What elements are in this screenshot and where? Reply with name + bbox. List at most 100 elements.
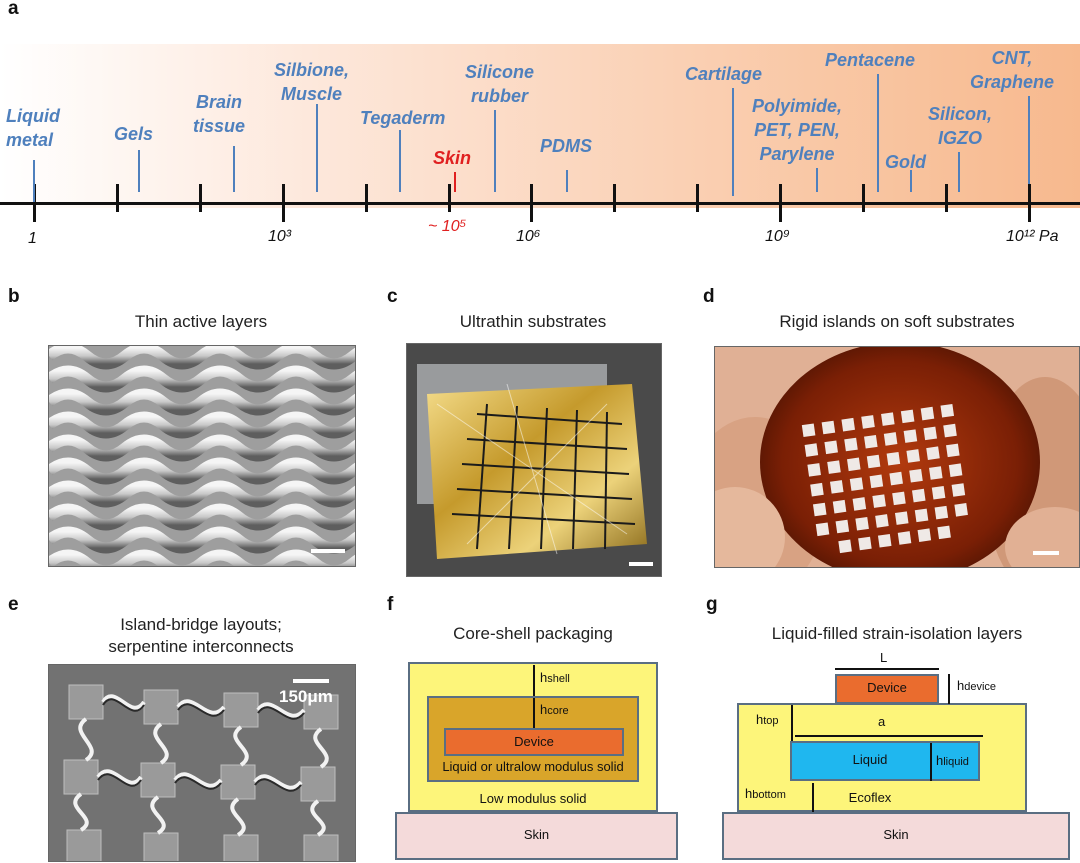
device-label-f: Device — [514, 734, 554, 749]
panel-label-d: d — [703, 286, 715, 307]
material-gels: Gels — [114, 124, 154, 144]
h-device-dimension-arrow — [948, 674, 950, 704]
axis-tick — [613, 184, 616, 212]
axis-tick — [696, 184, 699, 212]
h-core-label: hcore — [540, 702, 569, 717]
material-tick-polyimide — [816, 168, 818, 192]
scale-bar — [293, 679, 329, 683]
axis-tick-major — [530, 184, 533, 222]
a-dimension-arrow — [795, 735, 983, 737]
device-layer-g — [835, 674, 939, 704]
material-tick-silbione-muscle — [316, 104, 318, 192]
axis-tick — [199, 184, 202, 212]
material-tick-pdms — [566, 170, 568, 192]
h-liquid-dimension-arrow — [930, 743, 932, 781]
axis-tick — [448, 184, 451, 212]
panel-label-g: g — [706, 594, 718, 615]
skin-layer — [395, 812, 678, 860]
ultrathin-substrates-image — [406, 343, 662, 577]
material-pentacene: Pentacene — [825, 50, 916, 70]
a-label: a — [878, 714, 886, 729]
material-liquid-metal: Liquid metal — [6, 106, 60, 150]
material-pdms: PDMS — [540, 136, 593, 156]
island-bridge-image: 150μm — [48, 664, 356, 862]
scale-label-1: 1 — [28, 230, 37, 247]
material-polyimide-pet-pen-parylene: Polyimide, PET, PEN, Parylene — [752, 96, 843, 164]
material-cnt-graphene: CNT, Graphene — [970, 48, 1055, 92]
device-label-g: Device — [867, 680, 907, 695]
material-tick-cartilage — [732, 88, 734, 196]
material-tick-pentacene — [877, 74, 879, 192]
material-tick-cnt-graphene — [1028, 96, 1030, 184]
scale-label-1e3: 10³ — [268, 228, 292, 245]
material-skin: Skin — [433, 148, 472, 168]
h-shell-dimension-arrow — [533, 665, 535, 696]
skin-layer-g — [722, 812, 1070, 860]
liquid-label: Liquid — [852, 752, 888, 767]
rigid-islands-image — [714, 346, 1080, 568]
axis-tick — [365, 184, 368, 212]
material-brain-tissue: Brain tissue — [193, 92, 246, 136]
axis-tick — [862, 184, 865, 212]
scale-bar-label: 150μm — [279, 687, 333, 706]
panel-title-d: Rigid islands on soft substrates — [779, 312, 1015, 331]
material-tick-gold — [910, 170, 912, 192]
axis-tick-major — [779, 184, 782, 222]
material-silbione-muscle: Silbione, Muscle — [274, 60, 350, 104]
axis-tick — [116, 184, 119, 212]
h-bottom-dimension-arrow — [812, 783, 814, 812]
h-top-label: htop — [756, 712, 779, 727]
material-silicone-rubber: Silicone rubber — [465, 62, 535, 106]
scale-label-1e9: 10⁹ — [765, 228, 790, 245]
modulus-axis-line — [0, 202, 1080, 205]
material-tick-skin — [454, 172, 456, 192]
scale-label-skin-1e5: ~ 10⁵ — [428, 218, 467, 235]
skin-label-g: Skin — [883, 827, 909, 842]
material-tick-silicone-rubber — [494, 110, 496, 192]
l-dimension-arrow — [835, 668, 939, 670]
material-tick-brain-tissue — [233, 146, 235, 192]
panel-label-f: f — [387, 594, 394, 615]
scale-label-1e6: 10⁶ — [516, 228, 541, 245]
material-silicon-igzo: Silicon, IGZO — [928, 104, 993, 148]
h-device-label: hdevice — [957, 678, 997, 693]
panel-title-c: Ultrathin substrates — [459, 312, 607, 331]
modulus-gradient-band — [0, 44, 1080, 208]
axis-tick-major — [282, 184, 285, 222]
h-shell-label: hshell — [540, 670, 570, 685]
panel-label-c: c — [387, 286, 398, 307]
ecoflex-label: Ecoflex — [848, 790, 892, 805]
h-liquid-label: hliquid — [936, 753, 969, 768]
liquid-layer — [790, 741, 980, 781]
panel-label-b: b — [8, 286, 20, 307]
material-gold: Gold — [885, 152, 926, 172]
material-tegaderm: Tegaderm — [360, 108, 446, 128]
shell-label: Low modulus solid — [479, 791, 587, 806]
material-cartilage: Cartilage — [685, 64, 763, 84]
material-tick-gels — [138, 150, 140, 192]
h-bottom-label: hbottom — [745, 786, 786, 801]
scale-bar — [311, 549, 345, 553]
core-label: Liquid or ultralow modulus solid — [442, 759, 624, 774]
scale-bar — [1033, 551, 1059, 555]
panel-label-e: e — [8, 594, 19, 615]
panel-title-g: Liquid-filled strain-isolation layers — [771, 624, 1023, 643]
material-tick-tegaderm — [399, 130, 401, 192]
panel-title-f: Core-shell packaging — [453, 624, 613, 643]
h-top-dimension-arrow — [791, 705, 793, 741]
h-core-dimension-arrow — [533, 698, 535, 728]
skin-label: Skin — [523, 827, 550, 842]
material-tick-liquid-metal — [33, 160, 35, 202]
panel-title-e: Island-bridge layouts; serpentine interc… — [108, 615, 294, 656]
thin-active-layers-image — [48, 345, 356, 567]
scale-bar — [629, 562, 653, 566]
material-tick-silicon-igzo — [958, 152, 960, 192]
axis-tick — [945, 184, 948, 212]
l-label: L — [880, 650, 888, 665]
axis-tick-major — [1028, 184, 1031, 222]
axis-tick-major — [33, 184, 36, 222]
scale-label-1e12-pa: 10¹² Pa — [1006, 228, 1059, 245]
panel-title-b: Thin active layers — [134, 312, 268, 331]
device-layer-f — [444, 728, 624, 756]
panel-label-a: a — [8, 0, 19, 19]
